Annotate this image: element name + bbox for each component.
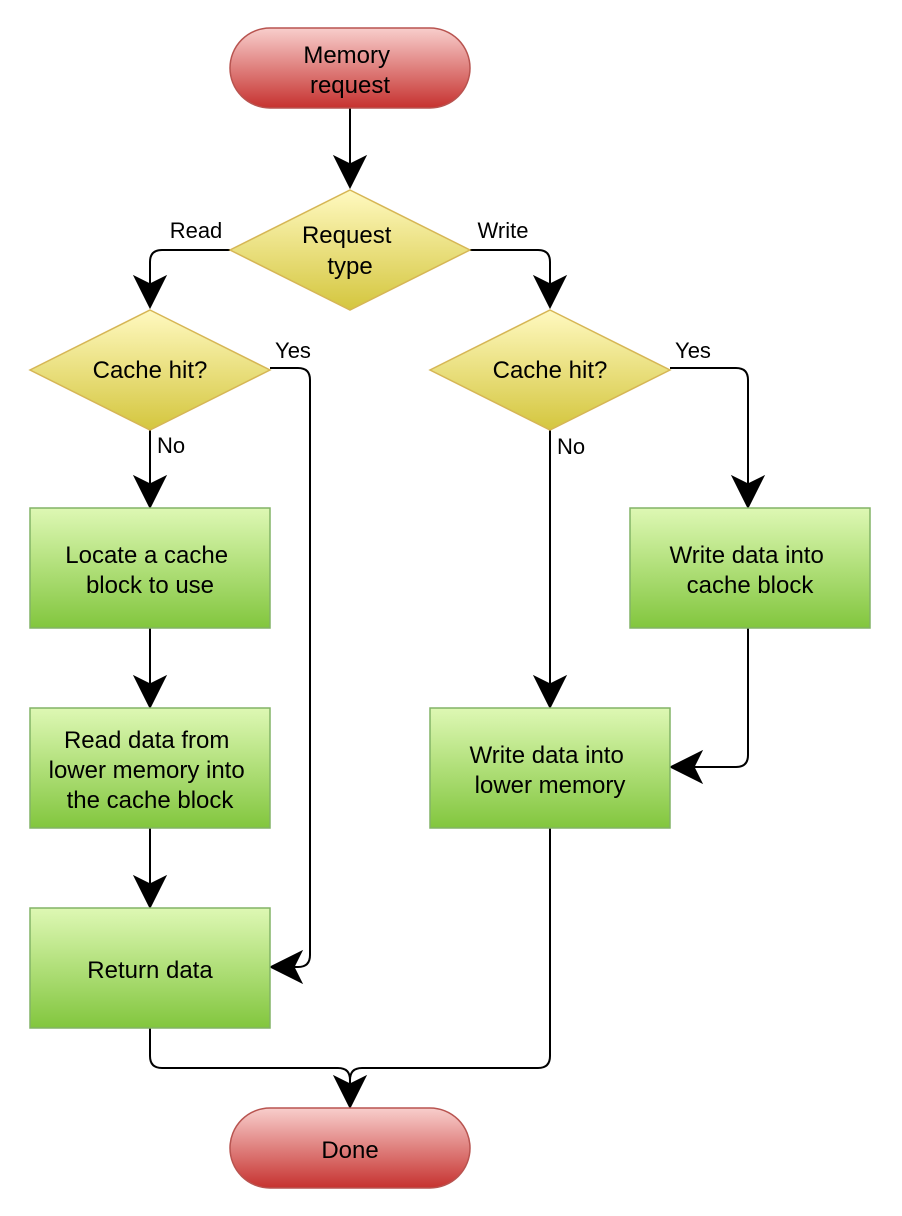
edge-write-branch	[470, 249, 551, 290]
node-write-cache-text: Write data into cache block	[670, 542, 831, 599]
node-read-lower-text: Read data from lower memory into the cac…	[49, 727, 252, 814]
arrowhead	[332, 154, 368, 190]
edge-write-cache-to-lower	[690, 628, 749, 768]
node-line: Request	[302, 222, 392, 249]
arrowhead	[132, 274, 168, 310]
node-line: request	[310, 72, 390, 99]
node-read-lower: Read data from lower memory into the cac…	[29, 707, 271, 829]
edge-read-yes	[270, 367, 311, 968]
node-line: Return data	[87, 957, 213, 984]
node-request-type: Request type	[228, 189, 472, 311]
edge-labels: Read Write Yes No Yes No	[157, 218, 711, 459]
node-line: Write data into	[470, 742, 624, 769]
node-line: block to use	[86, 572, 214, 599]
edges	[149, 108, 749, 1090]
edge-label-write-no: No	[557, 434, 585, 459]
node-cache-hit-read: Cache hit?	[28, 309, 272, 431]
node-line: Cache hit?	[93, 357, 208, 384]
edge-label-read-yes: Yes	[275, 338, 311, 363]
node-request-type-text: Request type	[302, 222, 398, 280]
node-done: Done	[229, 1107, 471, 1189]
edge-label-read: Read	[170, 218, 223, 243]
node-write-cache: Write data into cache block	[629, 507, 871, 629]
node-locate-block-text: Locate a cache block to use	[65, 542, 234, 599]
node-done-text: Done	[321, 1137, 378, 1164]
node-cache-hit-write-text: Cache hit?	[493, 357, 608, 384]
node-return-data: Return data	[29, 907, 271, 1029]
node-start-text: Memory request	[303, 42, 396, 99]
arrowheads	[132, 154, 766, 1110]
node-locate-block: Locate a cache block to use	[29, 507, 271, 629]
edge-label-write-yes: Yes	[675, 338, 711, 363]
node-write-lower-text: Write data into lower memory	[470, 742, 631, 799]
arrowhead	[532, 274, 568, 310]
node-line: Memory	[303, 42, 390, 69]
node-line: type	[327, 253, 372, 280]
node-line: the cache block	[67, 787, 235, 814]
edge-label-write: Write	[478, 218, 529, 243]
arrowhead	[268, 949, 304, 985]
edge-read-branch	[149, 249, 230, 290]
node-return-data-text: Return data	[87, 957, 213, 984]
arrowhead	[132, 474, 168, 510]
node-line: lower memory into	[49, 757, 245, 784]
edge-write-yes	[670, 367, 749, 490]
node-write-lower: Write data into lower memory	[429, 707, 671, 829]
edge-return-to-done	[149, 1028, 351, 1090]
node-line: Done	[321, 1137, 378, 1164]
arrowhead	[132, 874, 168, 910]
arrowhead	[730, 474, 766, 510]
arrowhead	[668, 749, 704, 785]
arrowhead	[132, 674, 168, 710]
node-line: lower memory	[475, 772, 626, 799]
arrowhead	[532, 674, 568, 710]
arrowhead	[332, 1074, 368, 1110]
node-line: Cache hit?	[493, 357, 608, 384]
edge-label-read-no: No	[157, 433, 185, 458]
node-start: Memory request	[229, 27, 471, 109]
node-line: Read data from	[64, 727, 229, 754]
node-line: cache block	[687, 572, 815, 599]
node-line: Locate a cache	[65, 542, 228, 569]
node-cache-hit-read-text: Cache hit?	[93, 357, 208, 384]
node-line: Write data into	[670, 542, 824, 569]
node-cache-hit-write: Cache hit?	[428, 309, 672, 431]
edge-write-lower-to-done	[349, 828, 551, 1090]
